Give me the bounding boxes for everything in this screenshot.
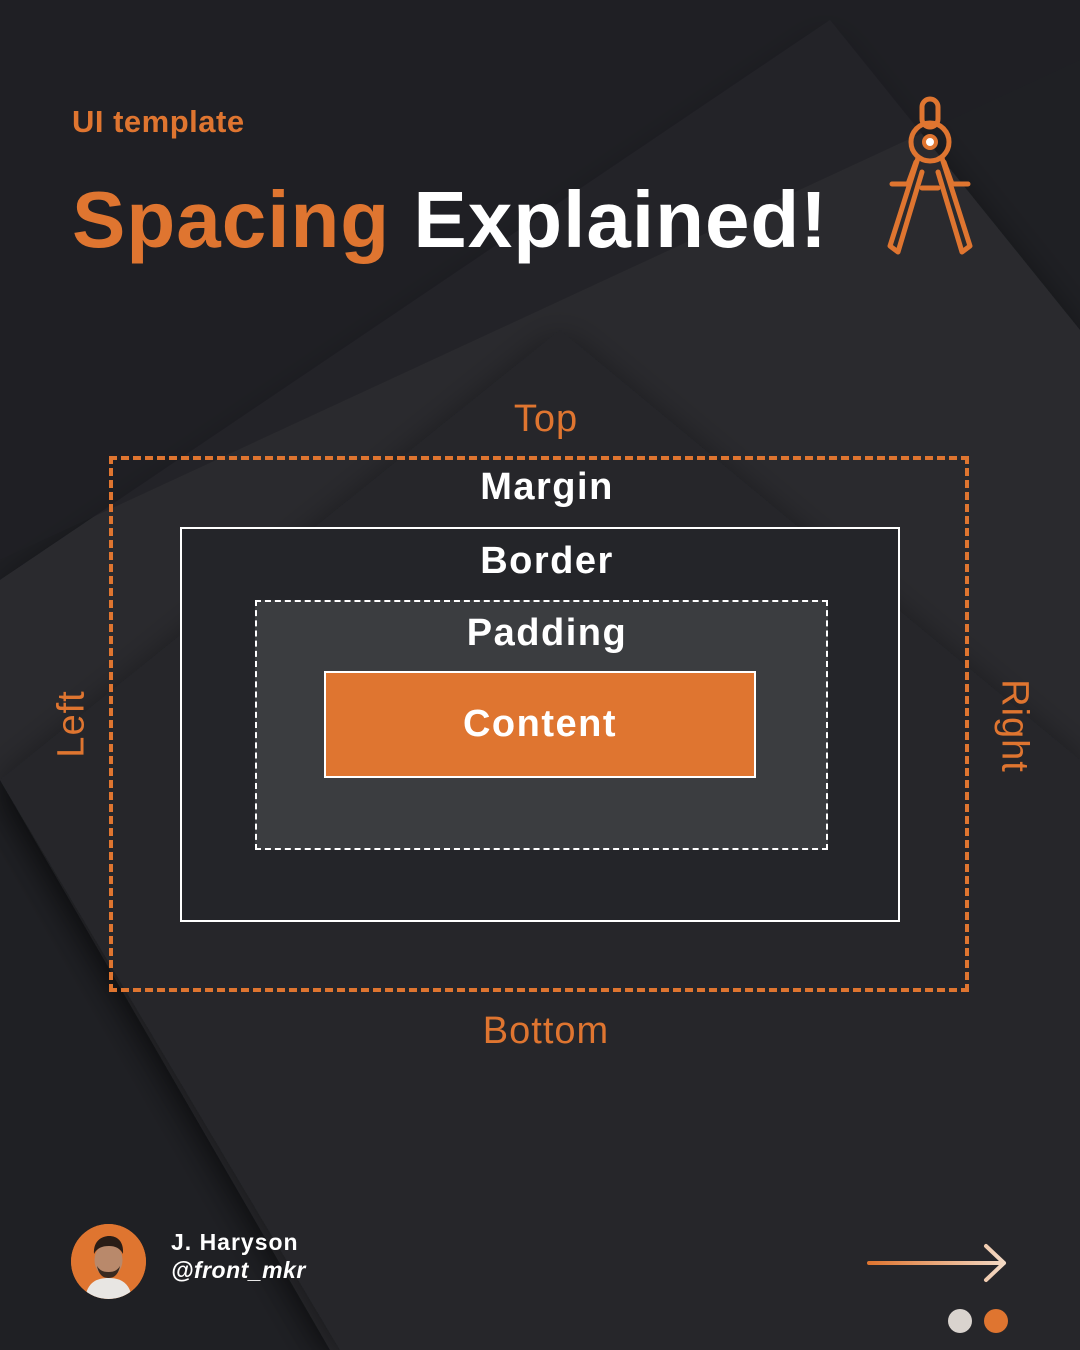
- padding-label: Padding: [466, 612, 628, 654]
- arrow-right-icon[interactable]: [866, 1242, 1010, 1284]
- author-handle[interactable]: @front_mkr: [171, 1257, 306, 1283]
- compass-icon: [887, 96, 973, 255]
- top-label: Top: [513, 398, 579, 440]
- page-dot-1[interactable]: [948, 1309, 972, 1333]
- right-label: Right: [993, 679, 1036, 773]
- margin-box: [109, 456, 969, 992]
- eyebrow-label: UI template: [72, 104, 245, 139]
- page-title: Spacing Explained!: [72, 180, 828, 260]
- avatar[interactable]: [71, 1224, 146, 1299]
- page-dot-2-active[interactable]: [984, 1309, 1008, 1333]
- content-label: Content: [462, 703, 618, 745]
- author-name[interactable]: J. Haryson: [171, 1229, 299, 1255]
- left-label: Left: [50, 690, 93, 758]
- bottom-label: Bottom: [482, 1010, 610, 1052]
- title-accent: Spacing: [72, 175, 391, 264]
- avatar-photo: [71, 1224, 146, 1299]
- content-box: Content: [324, 671, 756, 778]
- margin-label: Margin: [480, 466, 614, 508]
- title-rest: Explained!: [413, 175, 828, 264]
- border-label: Border: [480, 540, 614, 582]
